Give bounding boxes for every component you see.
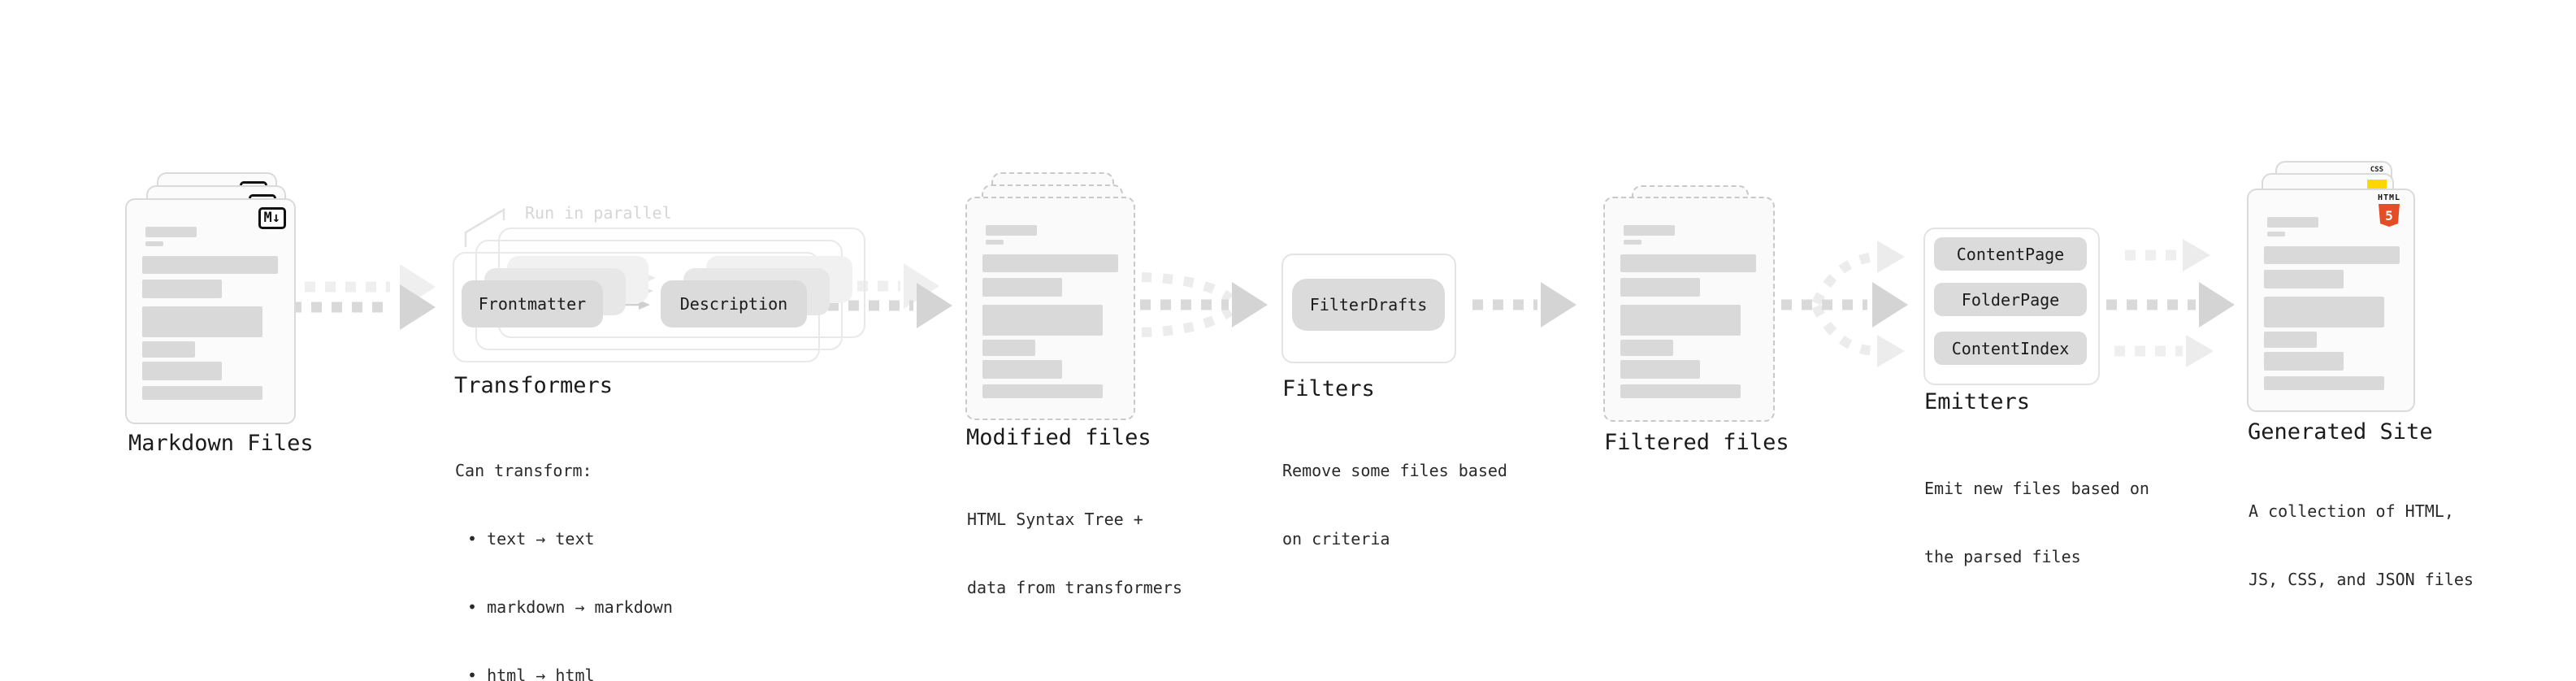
placeholder-text-bar (1620, 384, 1741, 398)
placeholder-text-bar (982, 254, 1118, 272)
generated-file-card: HTML 5 (2247, 189, 2415, 412)
html5-shield: 5 (2379, 204, 2400, 227)
stage-title-generated-site: Generated Site (2248, 419, 2433, 445)
html5-icon: HTML 5 (2372, 194, 2406, 227)
transformers-bullet: • html → html (467, 666, 595, 681)
css-file-icon: CSS (2370, 167, 2383, 174)
transformers-bullet: • text → text (467, 529, 595, 549)
filterdrafts-pill: FilterDrafts (1292, 279, 1445, 331)
transformers-description: Can transform: • text → text • markdown … (455, 414, 673, 681)
generated-desc-line: A collection of HTML, (2249, 501, 2454, 521)
placeholder-text-bar (2264, 332, 2317, 348)
placeholder-text-bar (1620, 305, 1741, 336)
placeholder-text-bar (142, 362, 222, 380)
placeholder-text-bar (1624, 240, 1641, 245)
stage-title-markdown-files: Markdown Files (128, 431, 314, 456)
placeholder-text-bar (145, 227, 197, 237)
placeholder-text-bar (1624, 225, 1675, 236)
filters-desc-line: on criteria (1282, 529, 1390, 549)
placeholder-text-bar (1620, 340, 1673, 356)
html5-badge-label: HTML (2377, 193, 2401, 202)
placeholder-text-bar (982, 278, 1062, 297)
arrow-emitters-to-generated (2106, 239, 2235, 367)
placeholder-text-bar (2264, 246, 2400, 264)
arrow-markdown-to-transformers (291, 264, 436, 330)
modified-desc-line: data from transformers (967, 578, 1182, 597)
placeholder-text-bar (2264, 376, 2384, 390)
description-pill: Description (661, 280, 807, 327)
placeholder-text-bar (2264, 297, 2384, 327)
placeholder-text-bar (982, 340, 1035, 356)
transformers-bullet: • markdown → markdown (467, 597, 673, 617)
modified-description: HTML Syntax Tree + data from transformer… (967, 462, 1182, 644)
modified-file-card (965, 197, 1135, 420)
placeholder-text-bar (2267, 232, 2285, 236)
stage-title-modified-files: Modified files (966, 425, 1151, 450)
filtered-file-card (1603, 197, 1775, 422)
js-file-icon (2367, 180, 2387, 189)
placeholder-text-bar (982, 384, 1103, 398)
folderpage-pill: FolderPage (1934, 283, 2087, 316)
html5-number: 5 (2385, 207, 2393, 223)
placeholder-text-bar (982, 305, 1103, 336)
placeholder-text-bar (1620, 278, 1700, 297)
run-in-parallel-note: Run in parallel (525, 203, 672, 223)
emitters-desc-line: the parsed files (1924, 547, 2081, 566)
placeholder-text-bar (986, 225, 1037, 236)
markdown-file-card: M↓ (125, 198, 296, 424)
placeholder-text-bar (145, 241, 163, 246)
placeholder-text-bar (142, 386, 262, 400)
generated-desc-line: JS, CSS, and JSON files (2249, 570, 2474, 589)
placeholder-text-bar (1620, 254, 1756, 272)
note-callout-line (464, 207, 505, 247)
placeholder-text-bar (2264, 352, 2344, 371)
filters-description: Remove some files based on criteria (1282, 414, 1507, 596)
arrow-filtered-to-emitters (1781, 241, 1908, 367)
arrow-modified-to-filters (1140, 272, 1268, 337)
contentpage-pill: ContentPage (1934, 237, 2087, 271)
transformers-desc-heading: Can transform: (455, 461, 592, 480)
frontmatter-pill: Frontmatter (462, 280, 603, 327)
generated-description: A collection of HTML, JS, CSS, and JSON … (2249, 454, 2474, 636)
placeholder-text-bar (982, 360, 1062, 379)
markdown-icon: M↓ (258, 207, 286, 229)
stage-title-emitters: Emitters (1924, 389, 2031, 414)
placeholder-text-bar (142, 256, 278, 274)
filters-desc-line: Remove some files based (1282, 461, 1507, 480)
placeholder-text-bar (142, 306, 262, 337)
placeholder-text-bar (2264, 270, 2344, 288)
arrow-filters-to-filtered (1472, 282, 1576, 327)
emitters-description: Emit new files based on the parsed files (1924, 432, 2149, 614)
placeholder-text-bar (142, 341, 195, 358)
contentindex-pill: ContentIndex (1934, 332, 2087, 365)
emitters-desc-line: Emit new files based on (1924, 479, 2149, 498)
placeholder-text-bar (986, 240, 1004, 245)
placeholder-text-bar (1620, 360, 1700, 379)
placeholder-text-bar (142, 280, 222, 298)
stage-title-transformers: Transformers (454, 373, 614, 398)
placeholder-text-bar (2267, 217, 2318, 228)
stage-title-filters: Filters (1282, 376, 1375, 401)
modified-desc-line: HTML Syntax Tree + (967, 510, 1143, 529)
stage-title-filtered-files: Filtered files (1604, 430, 1789, 455)
css-badge-label: CSS (2370, 166, 2383, 174)
